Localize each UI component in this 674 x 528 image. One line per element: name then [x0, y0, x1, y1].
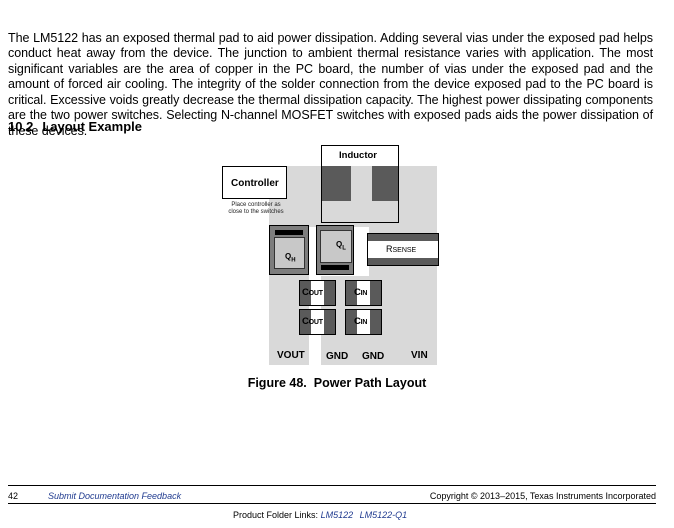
cin1-main: C [354, 287, 361, 298]
gnd-label-1: GND [326, 351, 349, 362]
cout2-label: COUT [302, 316, 323, 327]
rsense-resistor: RSENSE [367, 233, 439, 266]
product-links-label: Product Folder Links: [233, 510, 319, 520]
power-path-layout-figure: Inductor Controller Place controller as … [0, 145, 674, 390]
inductor-pad-right [372, 166, 398, 201]
note-line-2: close to the switches [228, 209, 284, 215]
section-heading: 10.2 Layout Example [8, 119, 142, 134]
controller-placement-note: Place controller as close to the switche… [218, 202, 294, 216]
product-link-lm5122-q1[interactable]: LM5122-Q1 [359, 510, 408, 520]
qh-sub: H [291, 257, 296, 264]
cout2-pad-right [324, 310, 335, 334]
cin1-label: CIN [354, 287, 367, 298]
cout1-main: C [302, 287, 309, 298]
cin1-sub: IN [360, 290, 368, 297]
cin1-pad-left [346, 281, 357, 305]
cout2-sub: OUT [308, 319, 323, 326]
cin-capacitor-1: CIN [345, 280, 382, 306]
copyright-text: Copyright © 2013–2015, Texas Instruments… [429, 491, 656, 501]
cout1-sub: OUT [308, 290, 323, 297]
qh-mosfet: QH [269, 225, 309, 275]
vin-label: VIN [411, 350, 428, 361]
product-link-lm5122[interactable]: LM5122 [320, 510, 354, 520]
submit-feedback-link[interactable]: Submit Documentation Feedback [48, 491, 182, 501]
ql-sub: L [342, 245, 346, 252]
figure-title: Power Path Layout [313, 376, 427, 390]
cin-capacitor-2: CIN [345, 309, 382, 335]
cin2-label: CIN [354, 316, 367, 327]
qh-main: Q [285, 252, 292, 261]
figure-caption: Figure 48. Power Path Layout [0, 376, 674, 390]
cout-capacitor-2: COUT [299, 309, 336, 335]
footer-rule-bottom [8, 503, 656, 504]
controller-label: Controller [231, 178, 279, 189]
page-number: 42 [8, 491, 19, 501]
inductor-outline [321, 145, 399, 223]
cin2-pad-left [346, 310, 357, 334]
figure-number: Figure 48. [247, 376, 307, 390]
cout2-pad-left [300, 310, 311, 334]
inductor-label: Inductor [339, 150, 377, 161]
product-folder-links: Product Folder Links: LM5122 LM5122-Q1 [233, 510, 407, 520]
ql-main: Q [336, 240, 343, 249]
vout-label: VOUT [277, 350, 305, 361]
rsense-pad-top [368, 234, 438, 241]
ql-pins [321, 265, 349, 270]
ql-label: QL [336, 240, 346, 252]
qh-label: QH [285, 252, 296, 264]
cin2-pad-right [370, 310, 381, 334]
footer-rule-top [8, 485, 656, 486]
rsense-main: R [386, 244, 393, 254]
ql-body: QL [320, 230, 352, 263]
cout-capacitor-1: COUT [299, 280, 336, 306]
section-number: 10.2 [8, 119, 34, 134]
inductor-pad-left [322, 166, 351, 201]
cout1-pad-left [300, 281, 311, 305]
body-paragraph: The LM5122 has an exposed thermal pad to… [8, 30, 653, 139]
note-line-1: Place controller as [231, 202, 281, 208]
cin1-pad-right [370, 281, 381, 305]
controller-box [222, 166, 287, 199]
cin2-sub: IN [360, 319, 368, 326]
section-title: Layout Example [42, 119, 143, 134]
cin2-main: C [354, 316, 361, 327]
qh-pins [275, 230, 303, 235]
qh-body: QH [274, 237, 305, 269]
rsense-label: RSENSE [386, 244, 416, 254]
gnd-label-2: GND [362, 351, 385, 362]
cout1-label: COUT [302, 287, 323, 298]
rsense-pad-bottom [368, 258, 438, 265]
cout2-main: C [302, 316, 309, 327]
ql-mosfet: QL [316, 225, 354, 275]
cout1-pad-right [324, 281, 335, 305]
rsense-sub: SENSE [392, 247, 417, 254]
